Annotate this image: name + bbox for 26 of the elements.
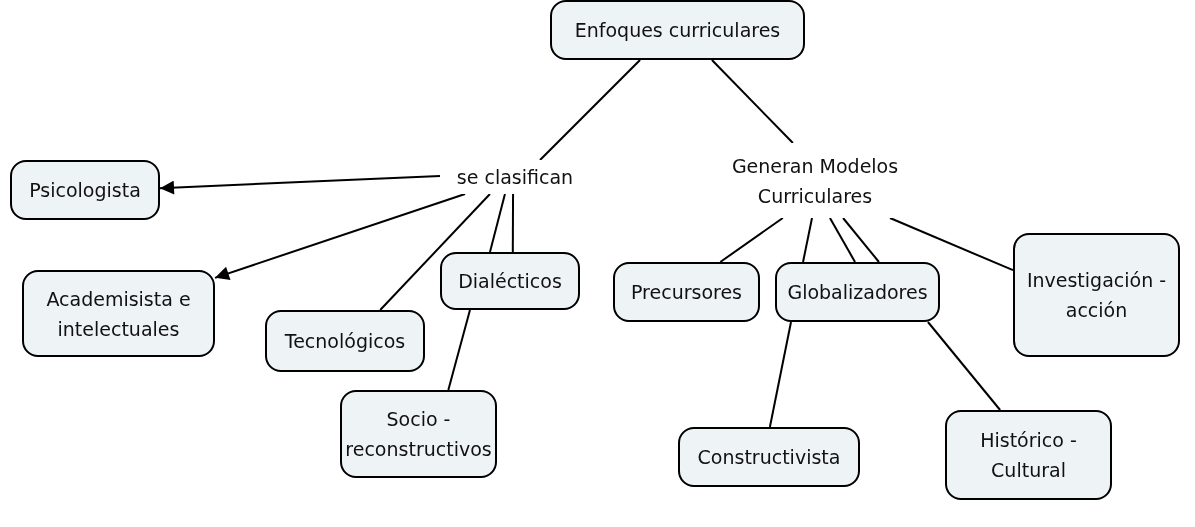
connector-line [539, 59, 641, 161]
connector-line [926, 321, 1002, 411]
concept-box: Tecnológicos [265, 310, 425, 372]
concept-box: Globalizadores [775, 262, 940, 322]
connector-line [379, 193, 491, 311]
connector-line [489, 193, 506, 253]
concept-box: Histórico - Cultural [945, 410, 1112, 500]
concept-box: Investigación - acción [1013, 233, 1180, 357]
connector-line [889, 217, 1014, 272]
concept-box: Academisista e intelectuales [22, 270, 215, 357]
arrow [214, 193, 467, 280]
concept-box: Dialécticos [440, 252, 580, 310]
connector-line [828, 217, 857, 263]
connector-line [768, 321, 792, 428]
connector-line [511, 193, 515, 253]
concept-box: Psicologista [10, 160, 160, 220]
connector-line [842, 217, 880, 263]
connector-line [802, 217, 813, 263]
concept-box: Enfoques curriculares [550, 0, 805, 60]
connector-line [710, 59, 794, 144]
connector-line [719, 217, 784, 263]
concept-box: Socio - reconstructivos [340, 390, 497, 478]
connector-line [447, 309, 471, 391]
concept-box: Constructivista [678, 427, 860, 487]
arrow [159, 175, 441, 195]
concept-box: Precursores [613, 262, 760, 322]
